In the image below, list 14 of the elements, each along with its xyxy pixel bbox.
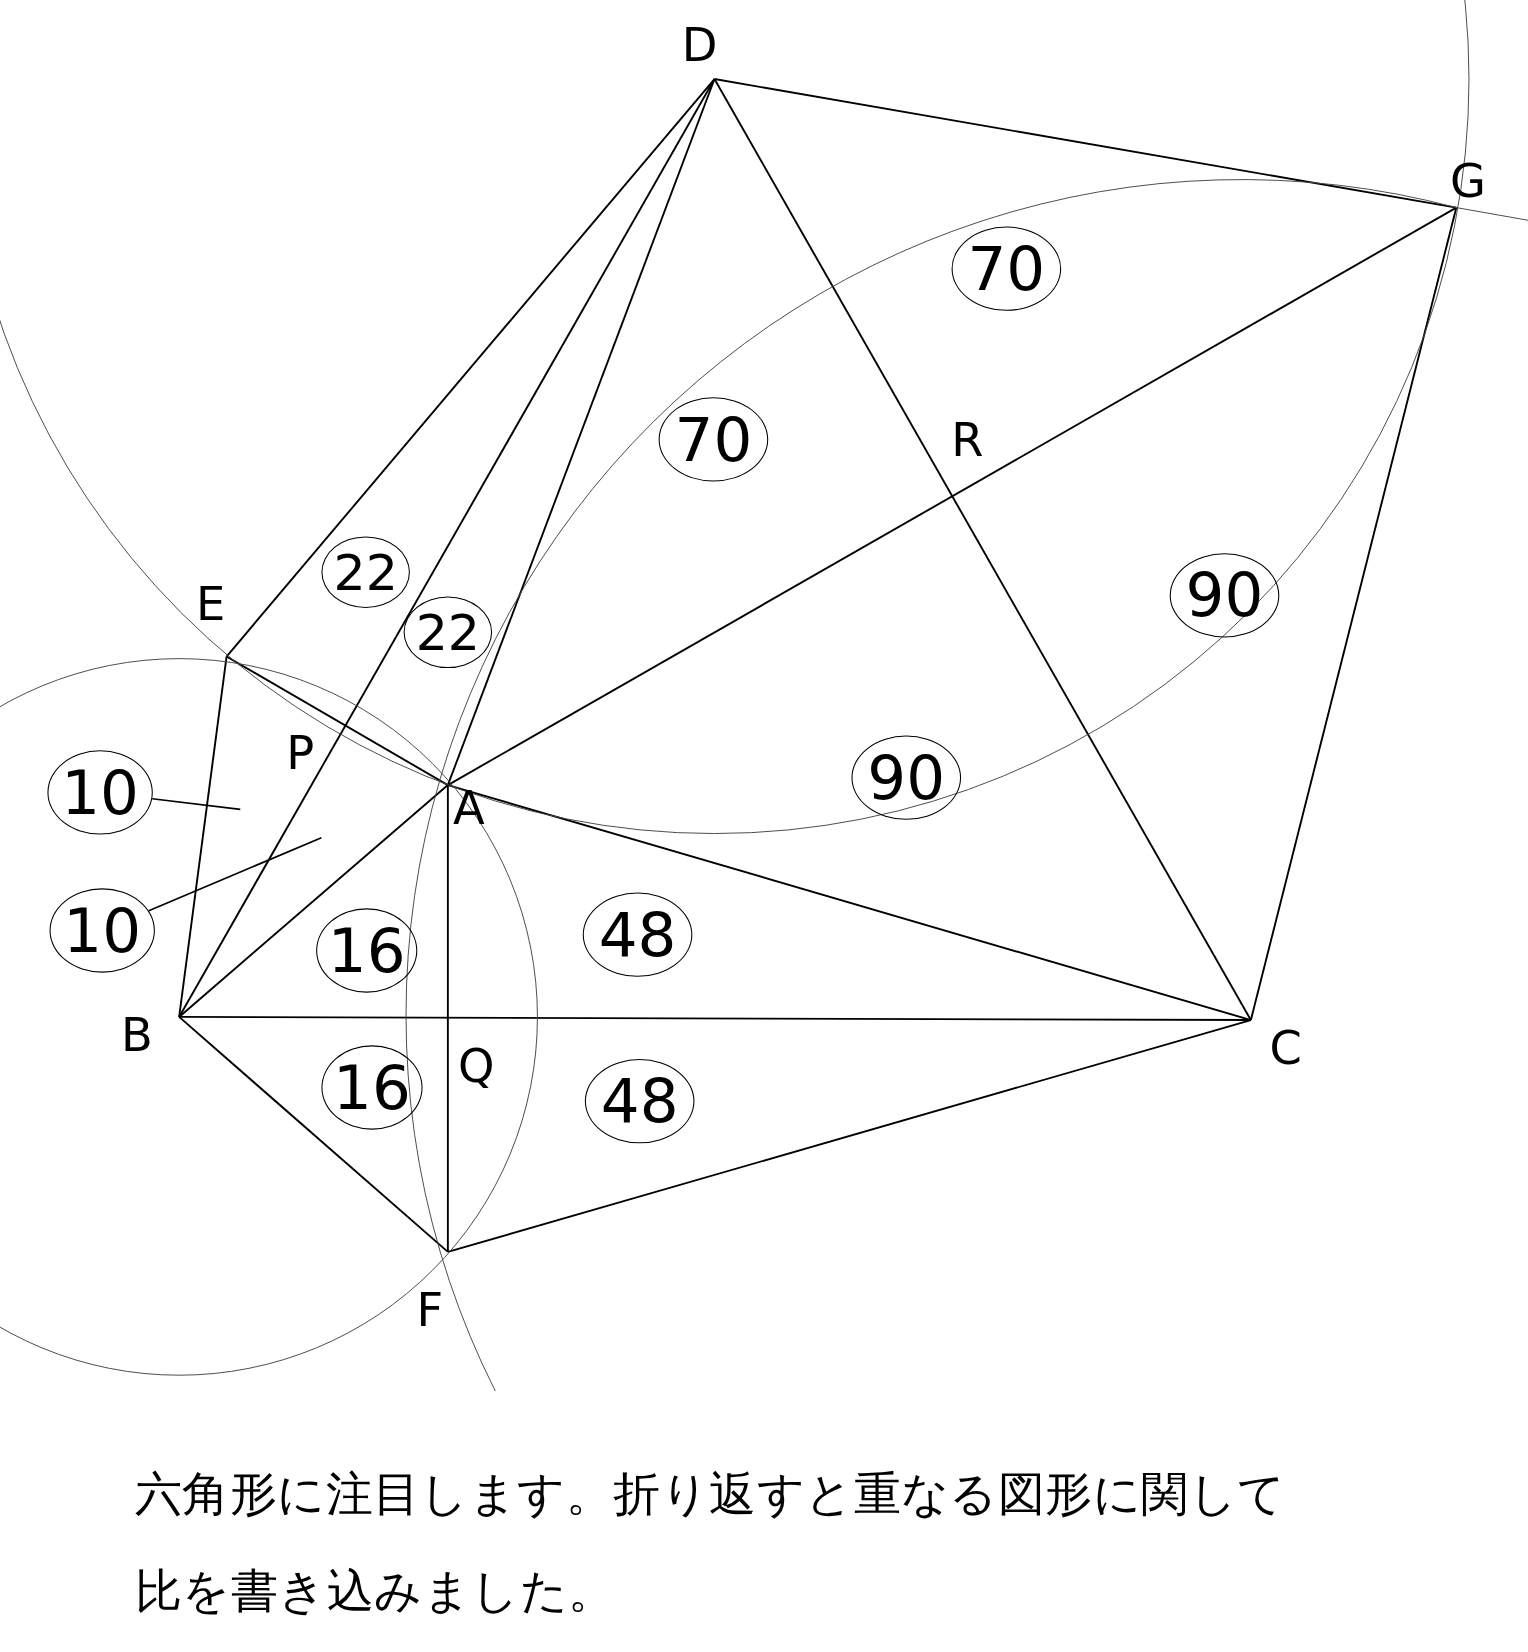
point-label: P	[286, 730, 315, 777]
point-label: Q	[458, 1043, 495, 1090]
leader-line	[151, 797, 242, 811]
point-label: D	[681, 22, 718, 69]
leader-line	[147, 836, 323, 912]
point-label: A	[453, 785, 485, 832]
caption: 六角形に注目します。折り返すと重なる図形に関して比を書き込みました。	[134, 1464, 1287, 1621]
point-label: G	[1449, 158, 1486, 205]
circled-number: 90	[1169, 553, 1280, 638]
point-label: B	[121, 1011, 153, 1058]
point-label: F	[416, 1286, 444, 1334]
point-label: R	[951, 417, 984, 464]
point-label: C	[1269, 1025, 1302, 1072]
point-label: E	[196, 580, 226, 627]
